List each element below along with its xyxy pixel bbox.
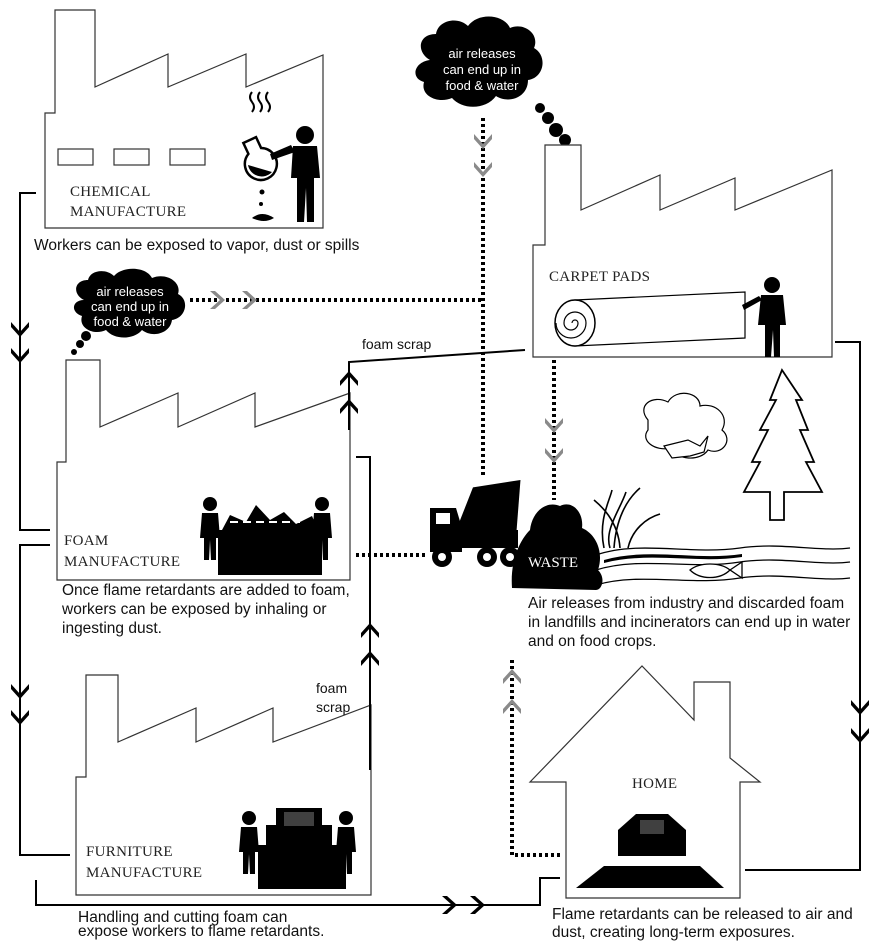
waste-pile-icon — [511, 504, 603, 590]
furniture-caption-line2: expose workers to flame retardants. — [78, 923, 325, 940]
top-cloud-text-2: can end up in — [443, 62, 521, 77]
home-label: HOME — [632, 776, 677, 792]
flask-icon — [241, 91, 279, 221]
chemical-label-line2: MANUFACTURE — [70, 204, 186, 220]
left-cloud-text-3: food & water — [94, 314, 168, 329]
foam-label-line1: FOAM — [64, 533, 109, 549]
bird-icon — [643, 392, 728, 459]
furniture-label-line1: FURNITURE — [86, 844, 173, 860]
sofa-icon — [258, 808, 346, 889]
dump-truck-icon — [430, 479, 521, 567]
left-cloud-text-2: can end up in — [91, 299, 169, 314]
carpet-worker-icon — [742, 277, 786, 357]
smoke-cloud-icon — [71, 268, 186, 355]
foam-caption: Once flame retardants are added to foam,… — [62, 582, 350, 637]
home-sofa-icon — [618, 814, 686, 856]
top-cloud-text-3: food & water — [446, 78, 520, 93]
furniture-label-line2: MANUFACTURE — [86, 865, 202, 881]
water-icon — [595, 545, 851, 586]
reeds-icon — [593, 487, 661, 549]
carpet-label: CARPET PADS — [549, 269, 650, 285]
furniture-caption-line1: Handling and cutting foam can — [78, 909, 288, 926]
foam-scrap-label-mid-1: foam — [316, 680, 347, 696]
waste-label: WASTE — [528, 555, 578, 571]
tree-icon — [742, 368, 824, 521]
left-cloud-text-1: air releases — [96, 284, 164, 299]
foam-roll-icon — [554, 291, 746, 347]
home-caption: Flame retardants can be released to air … — [552, 906, 853, 941]
waste-caption: Air releases from industry and discarded… — [528, 595, 851, 650]
house-icon — [528, 665, 762, 899]
foam-table-icon — [218, 505, 322, 575]
chemical-worker-icon — [270, 126, 320, 222]
foam-label-line2: MANUFACTURE — [64, 554, 180, 570]
fish-icon — [689, 560, 743, 580]
top-cloud-text-1: air releases — [448, 46, 516, 61]
smoke-cloud-icon — [415, 16, 571, 146]
flow-lines — [19, 118, 861, 906]
foam-scrap-label-top: foam scrap — [362, 336, 431, 352]
chemical-caption: Workers can be exposed to vapor, dust or… — [34, 237, 360, 254]
foam-scrap-label-mid-2: scrap — [316, 699, 350, 715]
chemical-label-line1: CHEMICAL — [70, 184, 151, 200]
